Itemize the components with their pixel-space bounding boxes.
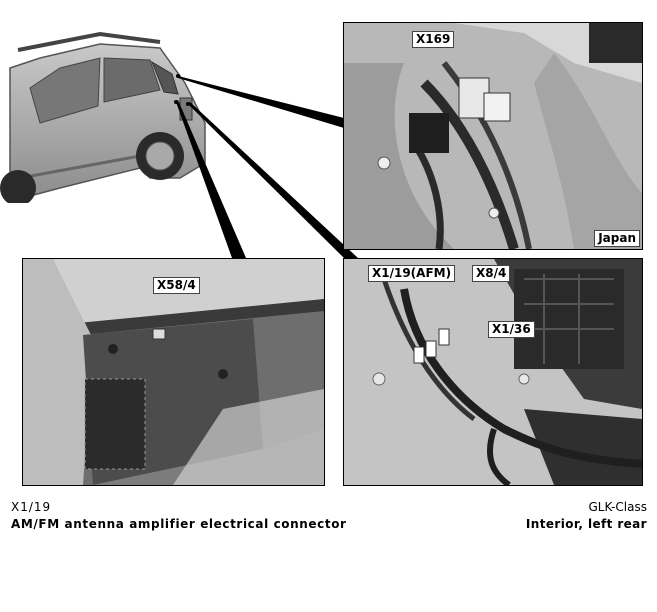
label-japan: Japan [594,230,640,247]
photo-connectors-x1-19 [344,259,642,485]
caption-location: Interior, left rear [525,517,647,531]
photo-connector-x169 [344,23,642,249]
caption-component-description: AM/FM antenna amplifier electrical conne… [11,517,347,531]
label-x169: X169 [412,31,455,48]
label-x1-36: X1/36 [488,321,535,338]
vehicle-illustration [0,31,206,203]
photo-cargo-area [23,259,324,485]
photo-panel-bottom-left: X58/4 [22,258,325,486]
caption-component-code: X1/19 [11,500,52,514]
photo-panel-top-right: X169 Japan [343,22,643,250]
label-x1-19-afm: X1/19(AFM) [368,265,456,282]
label-x8-4: X8/4 [472,265,511,282]
photo-panel-bottom-right: X1/19(AFM) X8/4 X1/36 [343,258,643,486]
caption-vehicle-model: GLK-Class [588,500,648,514]
label-x58-4: X58/4 [153,277,200,294]
